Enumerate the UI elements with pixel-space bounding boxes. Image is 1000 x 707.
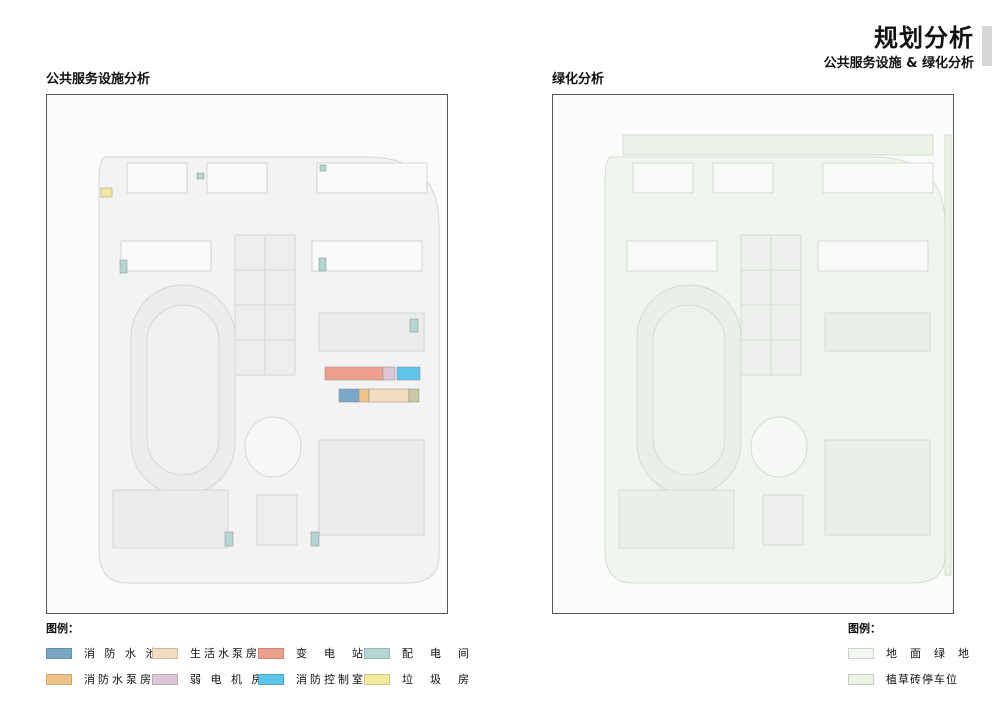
- legend-swatch: [258, 647, 284, 659]
- distribution-room-marker: [310, 531, 320, 547]
- legend-swatch: [46, 647, 72, 659]
- legend-label: 消防控制室: [296, 673, 366, 686]
- legend-label: 消 防 水 池: [84, 647, 160, 660]
- facilities-plan-drawing: [98, 156, 440, 584]
- left-legend-title: 图例：: [46, 622, 79, 635]
- right-legend-title: 图例：: [848, 622, 881, 635]
- greening-site-plan: [552, 94, 954, 614]
- page-subtitle: 公共服务设施 & 绿化分析: [823, 56, 974, 71]
- facilities-site-plan: [46, 94, 448, 614]
- legend-item-ground-greenery: 地 面 绿 地: [848, 645, 970, 661]
- legend-item-domestic-pump-room: 生活水泵房: [152, 645, 260, 661]
- legend-item-fire-pool: 消 防 水 池: [46, 645, 160, 661]
- legend-swatch: [152, 647, 178, 659]
- legend-swatch: [258, 673, 284, 685]
- garbage-room-marker: [100, 187, 113, 198]
- legend-swatch: [364, 647, 390, 659]
- legend-label: 生活水泵房: [190, 647, 260, 660]
- legend-label: 配 电 间: [402, 647, 472, 660]
- legend-swatch: [848, 673, 874, 685]
- distribution-room-marker: [318, 257, 327, 272]
- legend-item-distribution-room: 配 电 间: [364, 645, 472, 661]
- domestic-pump-room-marker: [368, 388, 410, 403]
- legend-item-fire-pump-room: 消防水泵房: [46, 671, 154, 687]
- legend-item-substation: 变 电 站: [258, 645, 366, 661]
- distribution-room-marker: [119, 259, 128, 274]
- fire-pool-marker: [338, 388, 360, 403]
- left-panel-title: 公共服务设施分析: [46, 72, 151, 87]
- right-panel-title: 绿化分析: [552, 72, 605, 87]
- greening-plan-drawing: [604, 134, 952, 584]
- substation-marker: [324, 366, 386, 381]
- legend-label: 地 面 绿 地: [886, 647, 970, 660]
- legend-item-grass-brick-parking: 植草砖停车位: [848, 671, 958, 687]
- legend-label: 植草砖停车位: [886, 673, 958, 686]
- title-accent-bar: [982, 26, 992, 66]
- pump-room-marker: [408, 388, 420, 403]
- fire-pump-room-marker: [358, 388, 370, 403]
- legend-swatch: [152, 673, 178, 685]
- page-title: 规划分析: [874, 24, 974, 52]
- legend-label: 消防水泵房: [84, 673, 154, 686]
- legend-swatch: [364, 673, 390, 685]
- legend-swatch: [46, 673, 72, 685]
- distribution-room-marker: [409, 318, 419, 333]
- distribution-room-marker: [196, 172, 205, 180]
- weak-current-room-marker: [382, 366, 396, 381]
- legend-label: 弱 电 机 房: [190, 673, 266, 686]
- fire-control-room-marker: [396, 366, 421, 381]
- legend-label: 垃 圾 房: [402, 673, 472, 686]
- legend-item-weak-current-room: 弱 电 机 房: [152, 671, 266, 687]
- legend-item-garbage-room: 垃 圾 房: [364, 671, 472, 687]
- legend-swatch: [848, 647, 874, 659]
- legend-item-fire-control-room: 消防控制室: [258, 671, 366, 687]
- legend-label: 变 电 站: [296, 647, 366, 660]
- distribution-room-marker: [224, 531, 234, 547]
- distribution-room-marker: [319, 164, 327, 172]
